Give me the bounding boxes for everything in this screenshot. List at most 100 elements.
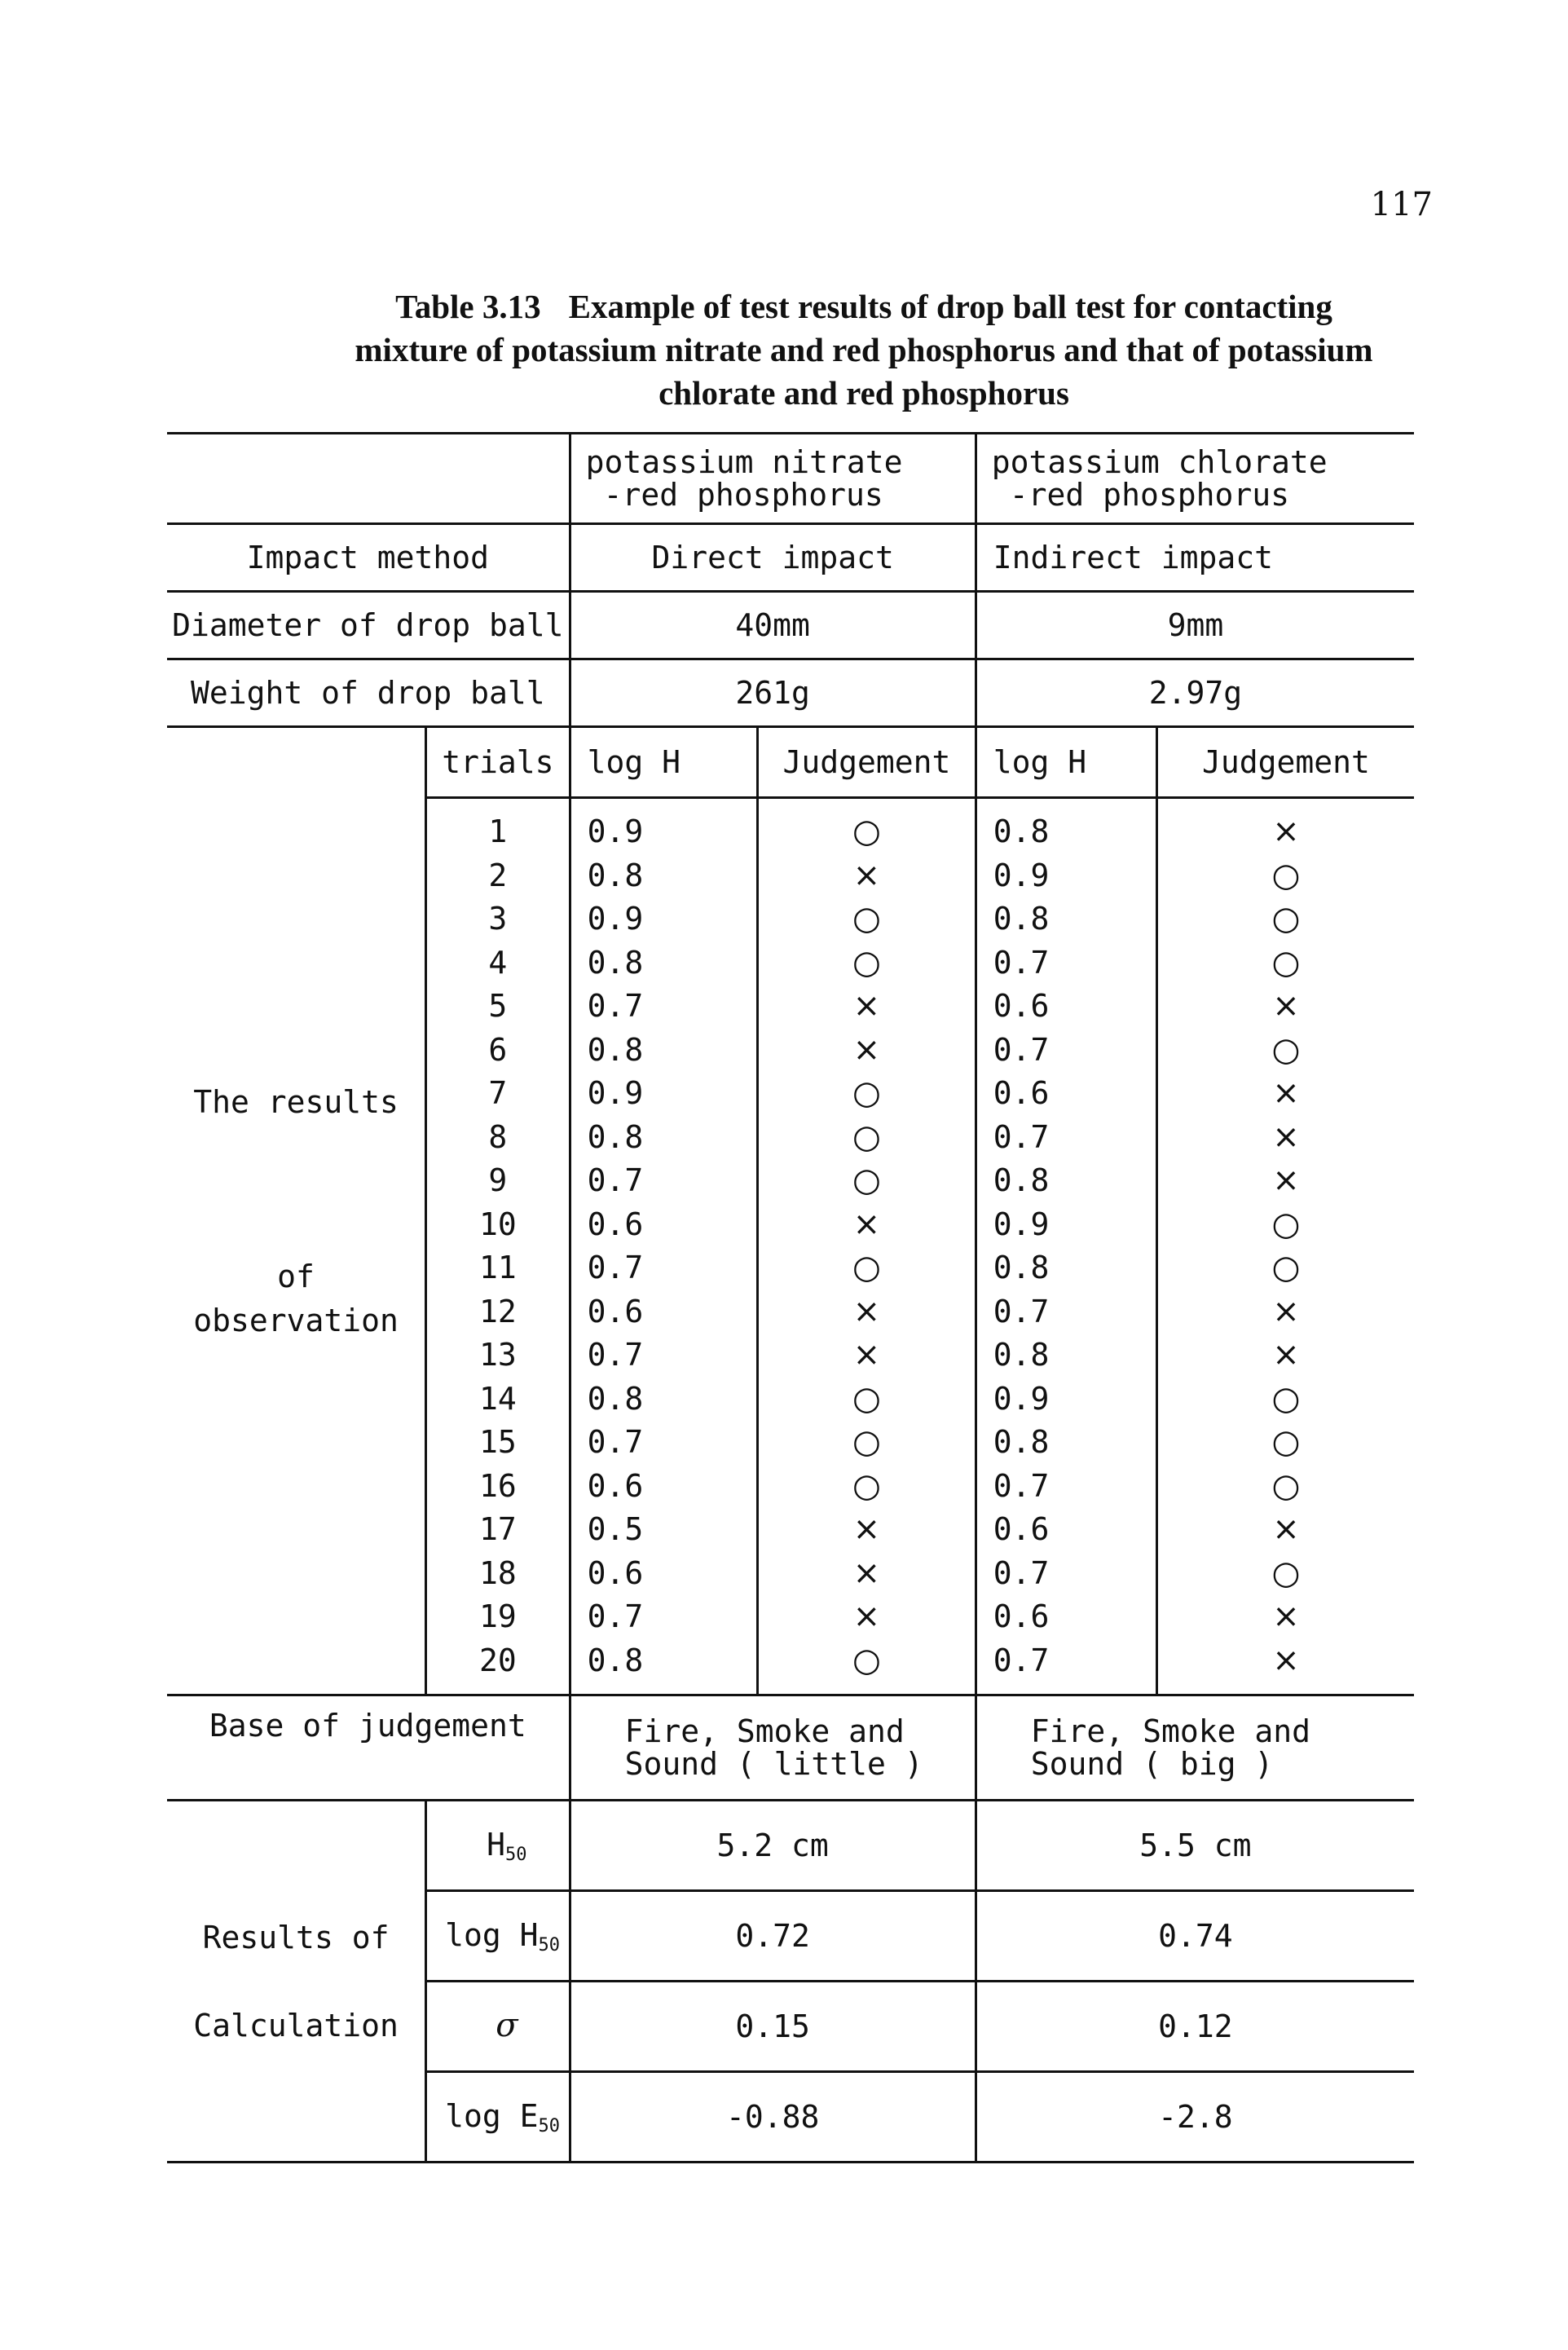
calc-label-line1: Results of — [202, 1919, 390, 1955]
nitrate-logh: 0.7 — [568, 1159, 758, 1203]
calc-symbol-subscript: 50 — [538, 2115, 561, 2136]
trial-number: 13 — [425, 1334, 570, 1378]
chlorate-judgement: ○ — [1155, 1028, 1414, 1072]
trial-number: 1 — [425, 797, 570, 854]
header-nitrate: potassium nitrate -red phosphorus — [568, 432, 976, 525]
chlorate-logh-header: log H — [974, 726, 1157, 799]
trial-number: 8 — [425, 1115, 570, 1159]
header-nitrate-line1: potassium nitrate — [585, 444, 903, 480]
nitrate-logh: 0.8 — [568, 1638, 758, 1695]
chlorate-judgement: × — [1155, 1638, 1414, 1695]
nitrate-judgement: × — [756, 1595, 976, 1639]
base-nitrate-line1: Fire, Smoke and — [624, 1713, 905, 1749]
param-label: Impact method — [167, 523, 570, 593]
chlorate-logh: 0.7 — [974, 1638, 1157, 1695]
calc-symbol-main: H — [519, 1916, 539, 1953]
header-chlorate-line2: -red phosphorus — [1009, 477, 1289, 513]
calc-symbol-main: σ — [496, 2007, 518, 2044]
nitrate-judgement: ○ — [756, 1638, 976, 1695]
calc-symbol: log H50 — [425, 1890, 570, 1982]
chlorate-logh: 0.8 — [974, 897, 1157, 941]
results-label-line2: of observation — [193, 1258, 399, 1338]
calc-symbol-main: H — [487, 1826, 506, 1863]
base-label: Base of judgement — [167, 1694, 570, 1801]
calc-row: log E50-0.88-2.8 — [167, 2071, 1414, 2163]
chlorate-logh: 0.7 — [974, 1028, 1157, 1072]
chlorate-judgement: ○ — [1155, 941, 1414, 985]
chlorate-logh: 0.7 — [974, 1290, 1157, 1334]
page-number: 117 — [1370, 186, 1433, 223]
chlorate-logh: 0.7 — [974, 1115, 1157, 1159]
nitrate-judgement: × — [756, 1028, 976, 1072]
drop-ball-results-table: potassium nitrate -red phosphorus potass… — [167, 432, 1414, 2163]
chlorate-judgement: ○ — [1155, 1421, 1414, 1465]
nitrate-logh: 0.9 — [568, 897, 758, 941]
nitrate-judgement: × — [756, 1290, 976, 1334]
chlorate-logh: 0.7 — [974, 1464, 1157, 1508]
trial-number: 4 — [425, 941, 570, 985]
chlorate-logh: 0.8 — [974, 1421, 1157, 1465]
chlorate-judgement: ○ — [1155, 853, 1414, 897]
trial-number: 19 — [425, 1595, 570, 1639]
param-nitrate-value: Direct impact — [568, 523, 976, 593]
chlorate-judgement: × — [1155, 797, 1414, 854]
param-label: Diameter of drop ball — [167, 591, 570, 660]
nitrate-logh: 0.9 — [568, 797, 758, 854]
nitrate-judgement-header: Judgement — [756, 726, 976, 799]
trial-number: 12 — [425, 1290, 570, 1334]
nitrate-logh: 0.6 — [568, 1290, 758, 1334]
chlorate-judgement: × — [1155, 1334, 1414, 1378]
nitrate-logh: 0.9 — [568, 1072, 758, 1116]
nitrate-judgement: × — [756, 1202, 976, 1246]
nitrate-judgement: ○ — [756, 897, 976, 941]
nitrate-judgement: × — [756, 985, 976, 1029]
base-nitrate: Fire, Smoke and Sound ( little ) — [568, 1694, 976, 1801]
calc-symbol: H50 — [425, 1800, 570, 1892]
calc-symbol: log E50 — [425, 2071, 570, 2163]
chlorate-judgement: × — [1155, 1508, 1414, 1552]
trial-number: 10 — [425, 1202, 570, 1246]
trial-number: 18 — [425, 1551, 570, 1595]
trial-number: 5 — [425, 985, 570, 1029]
nitrate-judgement: ○ — [756, 797, 976, 854]
chlorate-logh: 0.6 — [974, 1072, 1157, 1116]
chlorate-judgement: ○ — [1155, 1377, 1414, 1421]
nitrate-judgement: ○ — [756, 1159, 976, 1203]
calc-nitrate-value: 0.72 — [568, 1890, 976, 1982]
header-chlorate-line1: potassium chlorate — [991, 444, 1328, 480]
param-chlorate-value: Indirect impact — [974, 523, 1414, 593]
chlorate-logh: 0.8 — [974, 797, 1157, 854]
caption-text-1: Example of test results of drop ball tes… — [568, 288, 1332, 325]
base-chlorate-line1: Fire, Smoke and — [1030, 1713, 1310, 1749]
chlorate-judgement: × — [1155, 1072, 1414, 1116]
chlorate-logh: 0.8 — [974, 1246, 1157, 1290]
trials-header: trials — [425, 726, 570, 799]
trial-number: 2 — [425, 853, 570, 897]
param-chlorate-value: 2.97g — [974, 659, 1414, 728]
chlorate-logh: 0.8 — [974, 1334, 1157, 1378]
chlorate-judgement: ○ — [1155, 1464, 1414, 1508]
calc-symbol-subscript: 50 — [538, 1934, 561, 1955]
chlorate-logh: 0.7 — [974, 941, 1157, 985]
results-label-line1: The results — [193, 1083, 399, 1120]
param-row-diameter: Diameter of drop ball 40mm 9mm — [167, 591, 1414, 660]
nitrate-logh-header: log H — [568, 726, 758, 799]
calc-symbol: σ — [425, 1981, 570, 2073]
caption-line-3: chlorate and red phosphorus — [658, 374, 1069, 412]
calc-nitrate-value: 0.15 — [568, 1981, 976, 2073]
trials-header-row: The results of observation trials log H … — [167, 726, 1414, 1696]
